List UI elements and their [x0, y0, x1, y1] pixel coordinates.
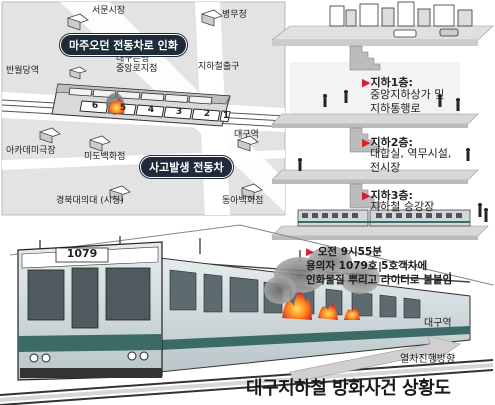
stairs: [349, 45, 381, 209]
car-number: 6: [91, 101, 99, 111]
oncoming-train-callout: 마주오던 전동차로 인화: [60, 34, 187, 56]
floor-b1-desc: 중앙지하상가 및 지하통행로: [370, 88, 445, 116]
label-kyungpook: 경북대의대 (시청): [56, 196, 124, 206]
car-number: 1: [222, 111, 230, 121]
floor-b2-desc: 대합실, 역무시설, 전시장: [370, 147, 452, 175]
car-number: 4: [147, 105, 155, 115]
label-mido: 미도백화점: [84, 152, 126, 162]
big-train: [0, 224, 494, 405]
floor-b3-desc: 지하철 승강장: [370, 200, 435, 213]
people: [298, 90, 488, 223]
incident-note: ▶ 오전 9시55분 용의자 1079호 5호객차에 인화물질 뿌리고 라이터로…: [306, 246, 453, 287]
fire-map: [106, 93, 125, 115]
floor-b3-title: ▶지하3층:: [362, 189, 413, 202]
cross-section: [271, 1, 494, 240]
train-fire: [264, 246, 380, 320]
car-number: 5: [119, 103, 127, 113]
label-banwoldang: 반월당역: [6, 66, 40, 76]
incident-train-callout: 사고발생 전동차: [140, 156, 233, 178]
map-buildings: [39, 9, 263, 202]
direction-station-label: 대구역: [424, 318, 452, 329]
label-donga: 동아백화점: [222, 196, 264, 206]
platform-trains: [297, 209, 471, 227]
floor-b1-title: ▶지하1층:: [362, 76, 413, 89]
label-byeongmu: 병무청: [222, 10, 247, 20]
label-exit: 지하철출구: [198, 62, 240, 72]
surface-buildings: [329, 1, 473, 38]
diagram-title: 대구지하철 방화사건 상황도: [246, 378, 451, 399]
label-seomun: 서문시장: [92, 6, 126, 16]
car-number: 2: [203, 109, 211, 119]
car-number: 3: [175, 107, 183, 117]
floor-b2-title: ▶지하2층:: [362, 136, 413, 149]
direction-caption: 열차진행방향: [400, 354, 456, 365]
label-daegu-bank: 대구은행 중앙로지점: [116, 54, 158, 75]
label-daegu-station: 대구역: [234, 130, 259, 140]
train-number-plate: 1079: [66, 247, 98, 260]
direction-arrow: [289, 335, 461, 383]
label-academy: 아카데미극장: [6, 146, 56, 156]
